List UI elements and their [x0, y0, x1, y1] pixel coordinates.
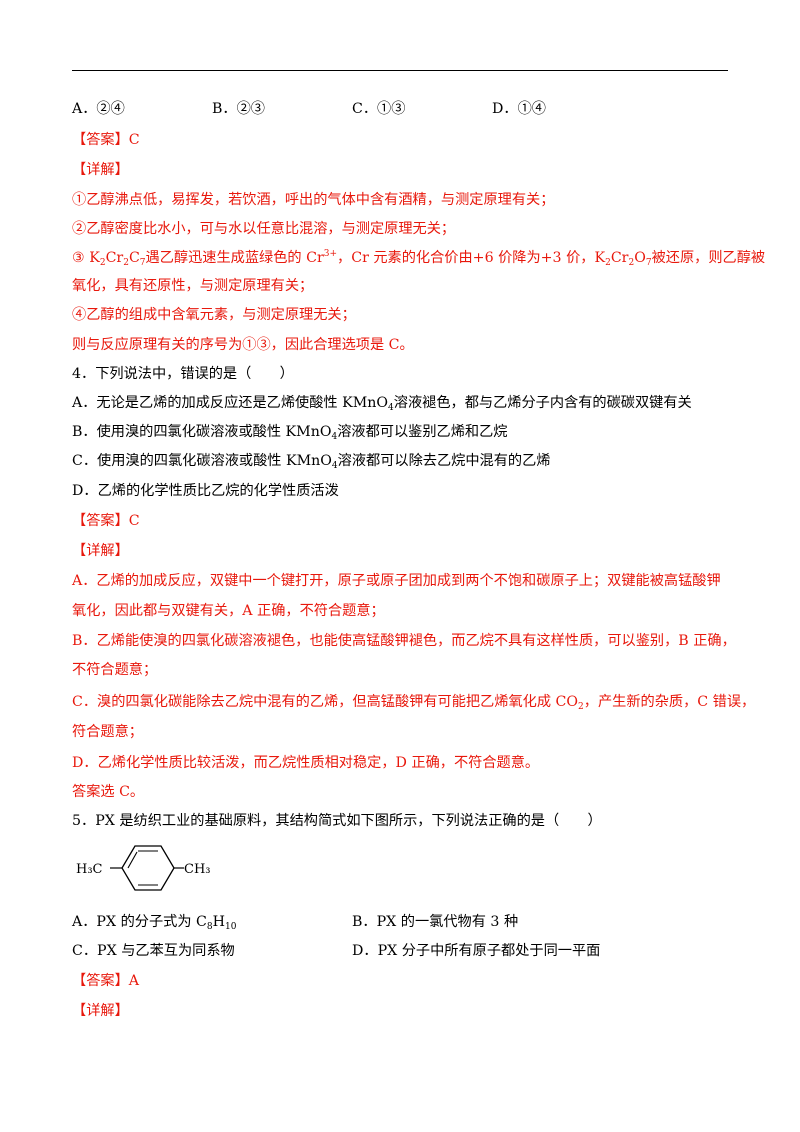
- header-rule: [72, 70, 728, 71]
- q4-detail-c1: C．溴的四氯化碳能除去乙烷中混有的乙烯，但高锰酸钾有可能把乙烯氧化成 CO2，产…: [72, 694, 756, 712]
- q3-option-a: A．②④: [72, 101, 125, 117]
- answer-value: C: [128, 132, 140, 148]
- q4-detail-a1: A．乙烯的加成反应，双键中一个键打开，原子或原子团加成到两个不饱和碳原子上；双键…: [72, 573, 721, 589]
- answer-tag: 【答案】: [72, 973, 129, 989]
- q4-detail-c2: 符合题意；: [72, 724, 143, 740]
- q4-stem: 4．下列说法中，错误的是（ ）: [72, 366, 294, 382]
- q3-detail-3b: 氧化，具有还原性，与测定原理有关；: [72, 278, 314, 294]
- q3-option-c: C．①③: [352, 101, 406, 117]
- q4-detail-tag: 【详解】: [72, 543, 129, 559]
- q4-detail-a2: 氧化，因此都与双键有关，A 正确，不符合题意；: [72, 603, 385, 619]
- q3-option-b: B．②③: [212, 101, 265, 117]
- q3-detail-1: ①乙醇沸点低，易挥发，若饮酒，呼出的气体中含有酒精，与测定原理有关；: [72, 192, 555, 208]
- q3-answer: 【答案】C: [72, 130, 140, 150]
- q5-detail-tag: 【详解】: [72, 1003, 129, 1019]
- q4-detail-b1: B．乙烯能使溴的四氯化碳溶液褪色，也能使高锰酸钾褪色，而乙烷不具有这样性质，可以…: [72, 633, 736, 649]
- h3c-label: H₃C: [76, 862, 103, 877]
- q3-option-d: D．①④: [492, 101, 546, 117]
- q3-detail-2: ②乙醇密度比水小，可与水以任意比混溶，与测定原理无关；: [72, 221, 456, 237]
- q4-detail-d: D．乙烯化学性质比较活泼，而乙烷性质相对稳定，D 正确，不符合题意。: [72, 755, 540, 771]
- q4-option-c: C．使用溴的四氯化碳溶液或酸性 KMnO4溶液都可以除去乙烷中混有的乙烯: [72, 453, 551, 471]
- answer-value: A: [128, 973, 140, 989]
- q3-detail-4: ④乙醇的组成中含氧元素，与测定原理无关；: [72, 307, 356, 323]
- q4-answer: 【答案】C: [72, 511, 140, 531]
- q3-detail-3: ③ K2Cr2C7遇乙醇迅速生成蓝绿色的 Cr3+，Cr 元素的化合价由+6 价…: [72, 249, 766, 268]
- q3-detail-tag: 【详解】: [72, 162, 129, 178]
- answer-tag: 【答案】: [72, 513, 129, 529]
- q4-option-b: B．使用溴的四氯化碳溶液或酸性 KMnO4溶液都可以鉴别乙烯和乙烷: [72, 424, 508, 442]
- q5-option-d: D．PX 分子中所有原子都处于同一平面: [352, 943, 601, 959]
- q3-detail-5: 则与反应原理有关的序号为①③，因此合理选项是 C。: [72, 337, 414, 353]
- q5-option-c: C．PX 与乙苯互为同系物: [72, 943, 235, 959]
- q5-stem: 5．PX 是纺织工业的基础原料，其结构简式如下图所示，下列说法正确的是（ ）: [72, 813, 602, 829]
- q4-option-d: D．乙烯的化学性质比乙烷的化学性质活泼: [72, 483, 339, 499]
- ch3-label: CH₃: [184, 862, 211, 877]
- q4-option-a: A．无论是乙烯的加成反应还是乙烯使酸性 KMnO4溶液褪色，都与乙烯分子内含有的…: [72, 395, 692, 413]
- answer-value: C: [128, 513, 140, 529]
- q4-conclusion: 答案选 C。: [72, 784, 145, 800]
- q5-option-b: B．PX 的一氯代物有 3 种: [352, 914, 519, 930]
- q5-answer: 【答案】A: [72, 971, 139, 991]
- px-structure-diagram: H₃C CH₃: [76, 845, 211, 891]
- q4-detail-b2: 不符合题意；: [72, 662, 158, 678]
- answer-tag: 【答案】: [72, 132, 129, 148]
- q5-option-a: A．PX 的分子式为 C8H10: [72, 914, 237, 932]
